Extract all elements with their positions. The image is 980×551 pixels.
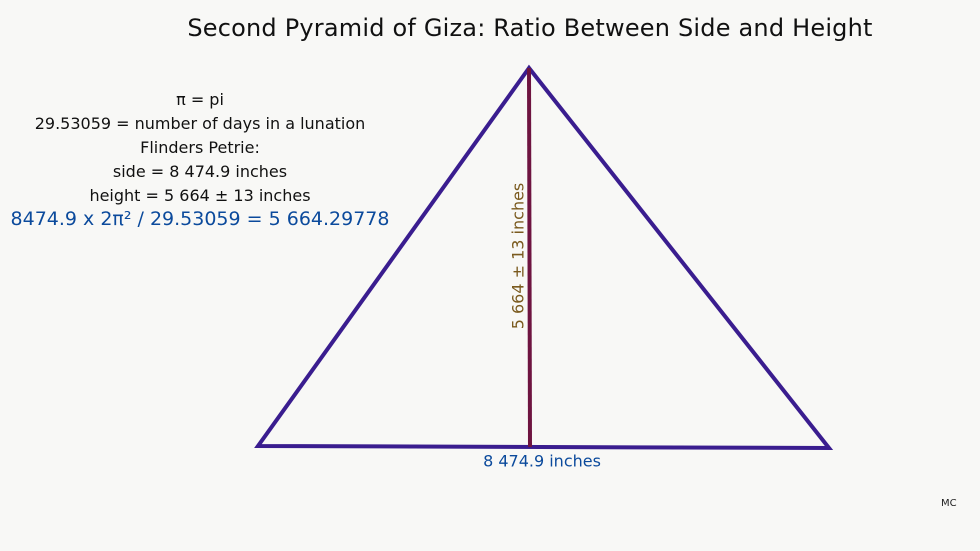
- page-title: Second Pyramid of Giza: Ratio Between Si…: [187, 14, 873, 42]
- pyramid-triangle: [254, 64, 834, 451]
- base-label: 8 474.9 inches: [483, 451, 601, 471]
- signature: MC: [941, 498, 957, 509]
- formula: 8474.9 x 2π² / 29.53059 = 5 664.29778: [10, 208, 390, 230]
- source-label: Flinders Petrie:: [140, 138, 260, 157]
- height-measurement: height = 5 664 ± 13 inches: [89, 186, 311, 205]
- notes-block: π = pi 29.53059 = number of days in a lu…: [0, 88, 400, 208]
- height-line: [527, 67, 532, 448]
- lunation-definition: 29.53059 = number of days in a lunation: [34, 114, 366, 133]
- height-label: 5 664 ± 13 inches: [508, 182, 528, 330]
- pi-definition: π = pi: [176, 90, 224, 109]
- side-measurement: side = 8 474.9 inches: [112, 162, 288, 181]
